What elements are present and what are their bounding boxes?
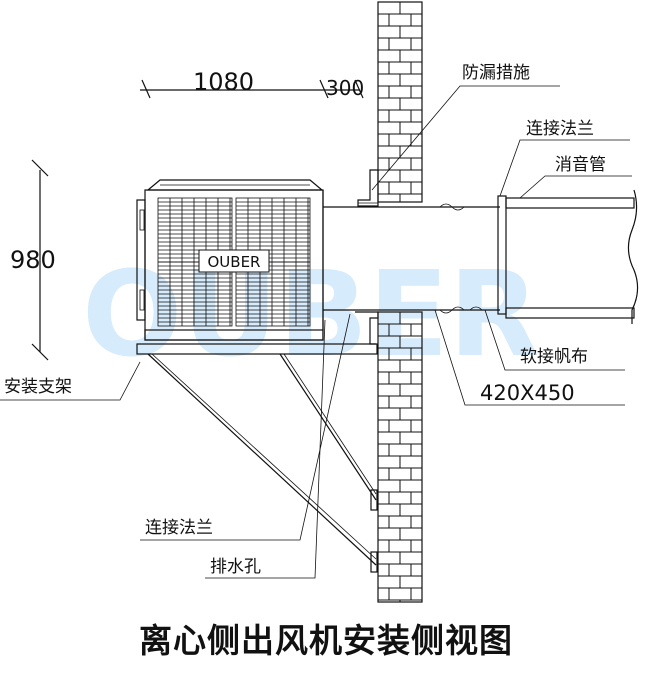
dim-height: 980 <box>10 246 56 274</box>
label-duct-size: 420X450 <box>480 381 575 405</box>
mounting-bracket <box>136 343 378 573</box>
label-silencer-pipe: 消音管 <box>555 155 606 175</box>
leader-lines <box>0 85 632 579</box>
label-mounting-bracket: 安装支架 <box>4 377 72 397</box>
dim-width: 1080 <box>193 68 254 96</box>
label-connecting-flange-bottom: 连接法兰 <box>145 518 213 538</box>
watermark: OUBER <box>82 245 540 383</box>
label-soft-canvas: 软接帆布 <box>520 347 588 367</box>
unit-brand-label: OUBER <box>208 253 261 271</box>
air-cooler-unit: OUBER <box>136 179 324 341</box>
brick-wall <box>377 1 423 603</box>
label-connecting-flange-top: 连接法兰 <box>526 119 594 139</box>
duct <box>322 189 639 330</box>
dimension-lines <box>31 79 364 361</box>
label-leak-prevention: 防漏措施 <box>462 63 530 83</box>
dim-offset: 300 <box>326 76 364 100</box>
label-drain-hole: 排水孔 <box>210 557 261 577</box>
diagram-title: 离心侧出风机安装侧视图 <box>139 621 513 660</box>
